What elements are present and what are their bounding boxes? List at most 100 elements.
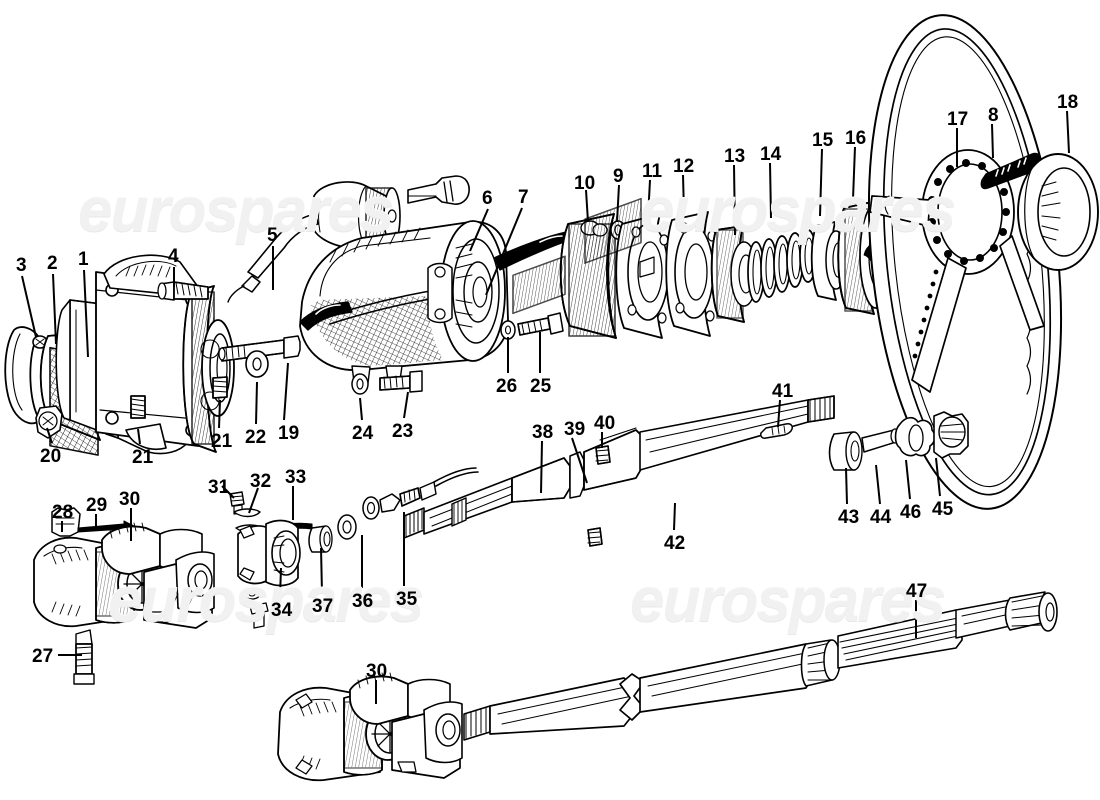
part-27-pinch-bolt <box>73 629 95 685</box>
callout-number-13: 13 <box>724 146 746 167</box>
callout-number-47: 47 <box>906 581 928 602</box>
part-44-pin <box>861 428 900 453</box>
callout-number-33: 33 <box>285 467 307 488</box>
part-30-universal-joint-lower <box>277 672 463 782</box>
leader-line-12 <box>682 174 685 214</box>
leader-line-19 <box>283 362 289 421</box>
watermark-eurospares: eurospares <box>630 566 946 635</box>
callout-number-18: 18 <box>1057 92 1079 113</box>
leader-line-16 <box>852 146 856 200</box>
leader-line-14 <box>769 162 772 219</box>
part-42-inner-steering-shaft <box>403 197 835 539</box>
part-21-grub-screw-lower <box>130 395 146 419</box>
part-36-washer-b <box>362 496 380 520</box>
part-18-steering-wheel-nut-ring <box>1017 153 1099 271</box>
callout-number-27: 27 <box>32 646 54 667</box>
part-41-key <box>760 423 793 439</box>
leader-line-3 <box>21 275 37 338</box>
leader-line-10 <box>585 189 589 223</box>
callout-number-37: 37 <box>312 596 334 617</box>
callout-number-25: 25 <box>530 376 552 397</box>
part-34-washer-small <box>243 588 261 600</box>
part-35-turn-signal-switch-probe <box>379 467 479 513</box>
callout-number-31: 31 <box>208 477 230 498</box>
leader-line-46 <box>905 459 911 500</box>
callout-number-39: 39 <box>564 419 586 440</box>
part-1-steering-box-housing <box>55 254 235 455</box>
part-26-washer <box>500 320 516 340</box>
callout-number-21: 21 <box>211 431 233 452</box>
leader-line-22 <box>255 381 258 425</box>
leader-line-24 <box>359 397 363 421</box>
callout-number-43: 43 <box>838 507 860 528</box>
part-19-long-bolt <box>218 335 301 362</box>
part-21-grub-screw-right <box>212 376 228 399</box>
part-43-bush <box>828 431 863 471</box>
watermark-eurospares: eurospares <box>108 566 424 635</box>
callout-number-29: 29 <box>86 495 108 516</box>
callout-number-41: 41 <box>772 381 794 402</box>
leader-line-32 <box>248 487 259 514</box>
part-40-grub-screw-top <box>595 445 611 465</box>
leader-line-44 <box>875 464 881 505</box>
part-23-bolt <box>379 370 423 393</box>
callout-number-42: 42 <box>664 533 686 554</box>
callout-number-4: 4 <box>168 246 179 267</box>
part-45-castle-nut <box>933 411 969 459</box>
callout-number-2: 2 <box>47 253 58 274</box>
callout-number-35: 35 <box>396 589 418 610</box>
part-37-bush <box>308 525 333 553</box>
callout-number-3: 3 <box>16 255 27 276</box>
leader-line-34 <box>279 567 282 598</box>
callout-number-20: 20 <box>40 446 62 467</box>
leader-line-20 <box>46 427 53 444</box>
callout-number-38: 38 <box>532 422 554 443</box>
leader-line-23 <box>403 391 409 419</box>
part-12-bearing-flange-2 <box>665 211 717 337</box>
leader-line-41 <box>777 399 781 428</box>
callout-number-15: 15 <box>812 130 834 151</box>
part-47-lower-steering-shaft <box>463 591 1058 741</box>
leader-line-13 <box>733 164 736 236</box>
callout-number-21: 21 <box>132 447 154 468</box>
leader-line-18 <box>1066 110 1070 154</box>
callout-number-5: 5 <box>267 225 278 246</box>
callout-number-26: 26 <box>496 376 518 397</box>
callout-number-28: 28 <box>52 502 74 523</box>
leader-line-2 <box>52 273 57 345</box>
callout-number-9: 9 <box>613 166 624 187</box>
callout-number-10: 10 <box>574 173 596 194</box>
part-34-bolt-small <box>249 602 269 629</box>
part-40-grub-screw-bottom <box>587 527 603 547</box>
part-46-lock-washer <box>894 416 936 457</box>
callout-number-1: 1 <box>78 249 89 270</box>
callout-number-7: 7 <box>518 187 529 208</box>
leader-line-11 <box>647 179 651 219</box>
part-34-bearing-housing <box>237 519 301 587</box>
callout-number-45: 45 <box>932 499 954 520</box>
leader-line-9 <box>616 184 620 223</box>
part-30-universal-joint-front <box>33 522 215 629</box>
leader-line-7 <box>485 207 523 296</box>
callout-number-30: 30 <box>119 489 141 510</box>
callout-number-6: 6 <box>482 188 493 209</box>
leader-line-8 <box>991 123 994 159</box>
callout-number-14: 14 <box>760 144 782 165</box>
leader-line-38 <box>540 440 543 494</box>
callout-number-46: 46 <box>900 502 922 523</box>
callout-number-30: 30 <box>366 661 388 682</box>
leader-line-39 <box>571 437 588 484</box>
callout-number-8: 8 <box>988 105 999 126</box>
callout-number-16: 16 <box>845 128 867 149</box>
watermark-eurospares: eurospares <box>640 176 956 245</box>
callout-leader-lines <box>21 110 1070 704</box>
callout-number-40: 40 <box>594 413 616 434</box>
part-6-column-lock-housing <box>299 220 509 384</box>
callout-number-17: 17 <box>947 109 969 130</box>
leader-line-1 <box>83 269 89 358</box>
part-36-washer-a <box>337 514 357 540</box>
leader-line-15 <box>819 148 823 217</box>
leader-line-6 <box>469 208 489 252</box>
